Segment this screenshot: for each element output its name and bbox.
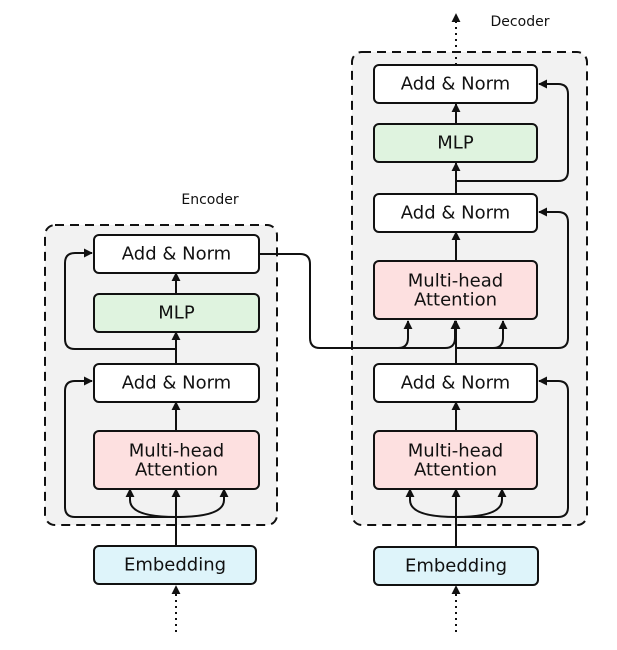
decoder-self-attention-label-line2: Attention [414,460,497,481]
encoder-output-to-decoder [259,253,413,349]
decoder-cross-attention: Multi-head Attention [373,260,538,320]
decoder-add-norm-top: Add & Norm [373,64,538,104]
encoder-attention-label-line2: Attention [135,460,218,481]
decoder-add-norm-bottom: Add & Norm [373,363,538,403]
encoder-residual-2 [64,248,176,350]
decoder-self-attention: Multi-head Attention [373,430,538,490]
decoder-embedding-label: Embedding [405,556,507,577]
decoder-residual-3 [456,79,569,182]
connections [64,13,569,632]
decoder-cross-attention-label-line2: Attention [414,290,497,311]
decoder-embedding: Embedding [373,546,539,586]
decoder-residual-2 [456,207,569,349]
decoder-add-norm-middle-label: Add & Norm [401,203,510,224]
encoder-add-norm-bottom: Add & Norm [93,363,260,403]
encoder-residual-1 [64,376,176,518]
encoder-mlp: MLP [93,293,260,333]
decoder-mlp-label: MLP [437,133,474,154]
decoder-cross-attention-label-line1: Multi-head [408,271,503,292]
decoder-residual-1 [456,376,569,518]
decoder-attention-input-left [405,488,457,518]
decoder-add-norm-top-label: Add & Norm [401,74,510,95]
encoder-add-norm-top: Add & Norm [93,234,260,274]
encoder-multi-head-attention: Multi-head Attention [93,430,260,490]
encoder-add-norm-bottom-label: Add & Norm [122,373,231,394]
encoder-embedding-label: Embedding [124,555,226,576]
decoder-add-norm-middle: Add & Norm [373,193,538,233]
decoder-mlp: MLP [373,123,538,163]
encoder-title: Encoder [181,192,238,208]
encoder-add-norm-top-label: Add & Norm [122,244,231,265]
decoder-title: Decoder [491,14,550,30]
decoder-add-norm-bottom-label: Add & Norm [401,373,510,394]
encoder-attention-label-line1: Multi-head [129,441,224,462]
encoder-attention-input-right [175,488,229,518]
encoder-embedding: Embedding [93,545,257,585]
encoder-mlp-label: MLP [158,303,195,324]
decoder-self-attention-label-line1: Multi-head [408,441,503,462]
